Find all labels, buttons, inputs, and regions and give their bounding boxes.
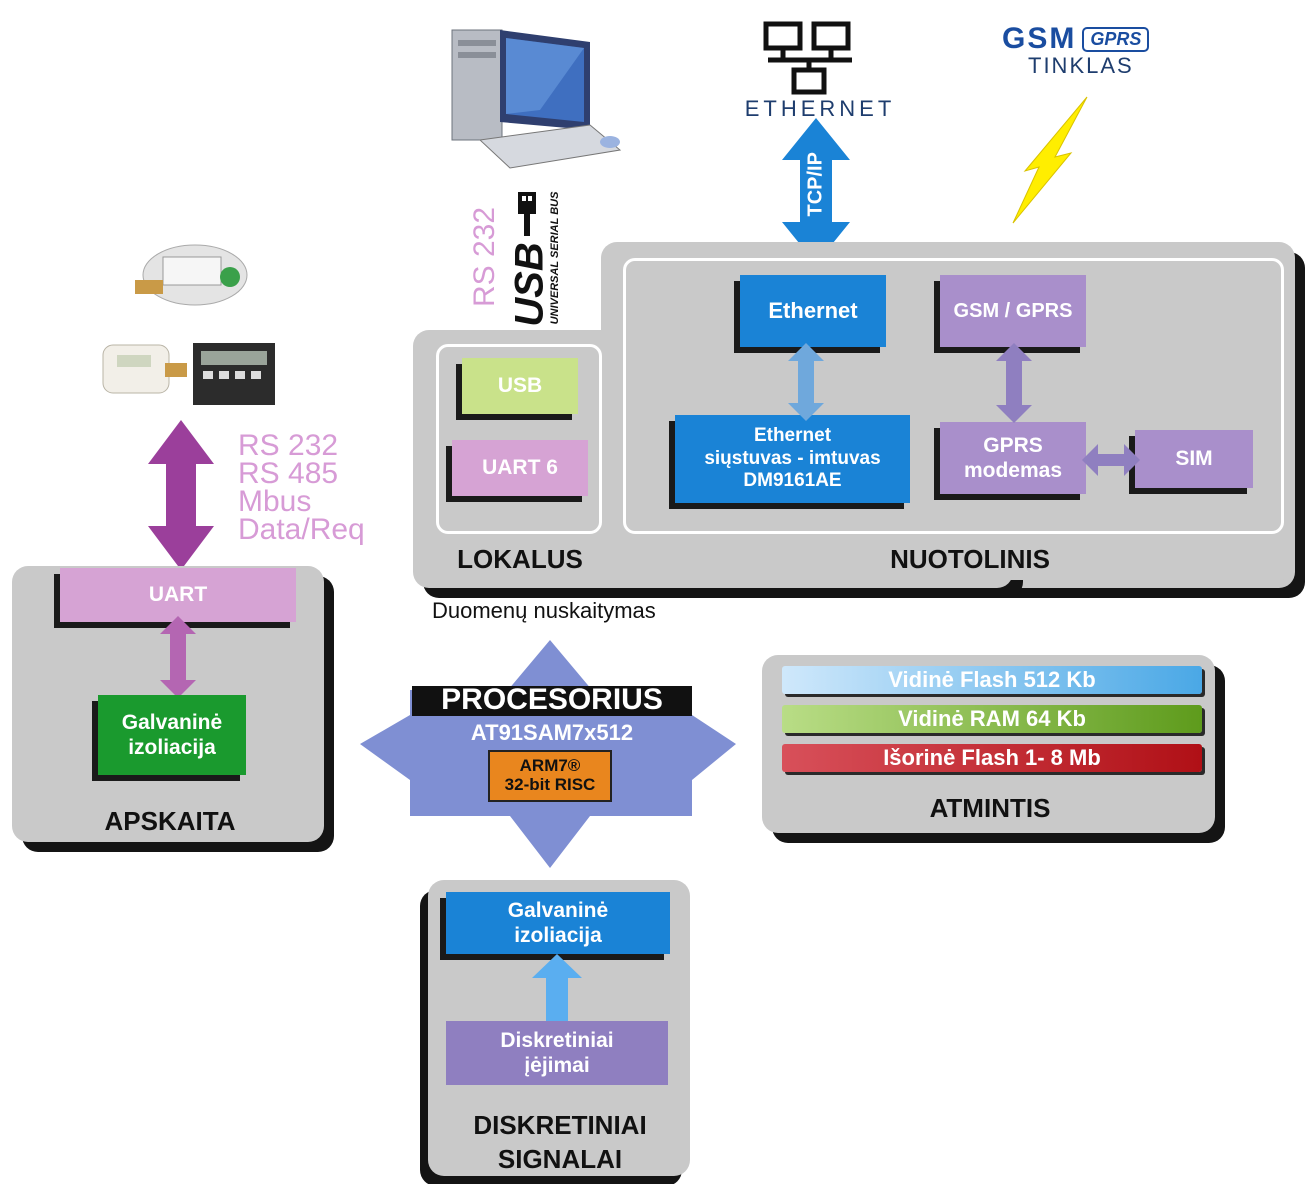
modem-line2: modemas [963,459,1063,482]
sim-block: SIM [1135,430,1253,488]
discrete-title-line1: DISKRETINIAI [473,1110,647,1140]
mbus-label: Mbus [238,485,312,518]
discrete-isolation-line1: Galvaninė [507,898,609,922]
ethernet-internal-arrow [788,343,824,421]
local-title: LOKALUS [457,544,583,574]
gsm-logo: GSM GPRS [1002,22,1150,56]
memory-title: ATMINTIS [929,793,1051,823]
discrete-inputs-block: Diskretiniai įėjimai [446,1021,668,1085]
data-reading-label: Duomenų nuskaitymas [432,598,656,623]
gsm-gprs-block: GSM / GPRS [940,275,1086,347]
discrete-isolation-line2: izoliacija [514,924,602,947]
transceiver-line2: siųstuvas - imtuvas [704,447,881,469]
apskaita-isolation-line1: Galvaninė [121,710,223,734]
meters-image [102,244,275,405]
uart-isolation-arrow [160,616,196,698]
tcpip-label: TCP/IP [804,152,827,217]
rs232-label: RS 232 [238,429,339,462]
core-badge: ARM7® 32-bit RISC [488,750,612,802]
transceiver-line1: Ethernet [753,424,832,446]
meter-uart-arrow [148,420,214,570]
apskaita-isolation-block: Galvaninė izoliacija [98,695,246,775]
remote-title: NUOTOLINIS [890,544,1050,574]
remote-frame [623,258,1284,534]
transceiver-line3: DM9161AE [743,470,842,492]
tcpip-arrow [782,118,850,264]
discrete-title-line2: SIGNALAI [497,1144,623,1174]
local-frame [436,344,602,534]
modem-line1: GPRS [983,433,1043,457]
core-line2: 32-bit RISC [504,775,596,794]
modem-sim-arrow [1082,444,1140,476]
discrete-inputs-line2: įėjimai [524,1054,590,1077]
lightning-icon [1012,96,1088,224]
memory-bar-ram: Vidinė RAM 64 Kb [782,705,1202,733]
rs485-label: RS 485 [238,457,339,490]
inputs-isolation-arrow [532,954,582,1022]
apskaita-title: APSKAITA [104,806,236,836]
gprs-modem-block: GPRS modemas [940,422,1086,494]
discrete-inputs-line1: Diskretiniai [500,1028,614,1052]
gsm-logo-text: GSM [1002,22,1077,55]
ethernet-caption: ETHERNET [744,96,896,121]
gsm-modem-arrow [996,343,1032,423]
discrete-title: DISKRETINIAI SIGNALAI [440,1108,680,1176]
ethernet-transceiver-block: Ethernet siųstuvas - imtuvas DM9161AE [675,415,910,503]
apskaita-isolation-line2: izoliacija [128,736,216,759]
usb-plug-icon [518,192,536,236]
gsm-network-label: TINKLAS [1028,53,1134,78]
gprs-logo-text: GPRS [1082,26,1150,52]
processor-title: PROCESORIUS [441,683,663,716]
memory-bar-flash: Vidinė Flash 512 Kb [782,666,1202,694]
uart-block: UART [60,568,296,622]
core-line1: ARM7® [519,756,581,776]
usb-logo-text: USB [507,242,552,327]
computer-icon [451,29,622,169]
discrete-isolation-block: Galvaninė izoliacija [446,892,670,954]
rs232-vertical-label: RS 232 [468,206,501,308]
processor-model: AT91SAM7x512 [470,720,634,745]
datareq-label: Data/Req [238,513,365,546]
uart6-block: UART 6 [452,440,588,496]
ethernet-block: Ethernet [740,275,886,347]
network-icon [763,21,852,95]
usb-block: USB [462,358,578,414]
memory-bar-external: Išorinė Flash 1- 8 Mb [782,744,1202,772]
